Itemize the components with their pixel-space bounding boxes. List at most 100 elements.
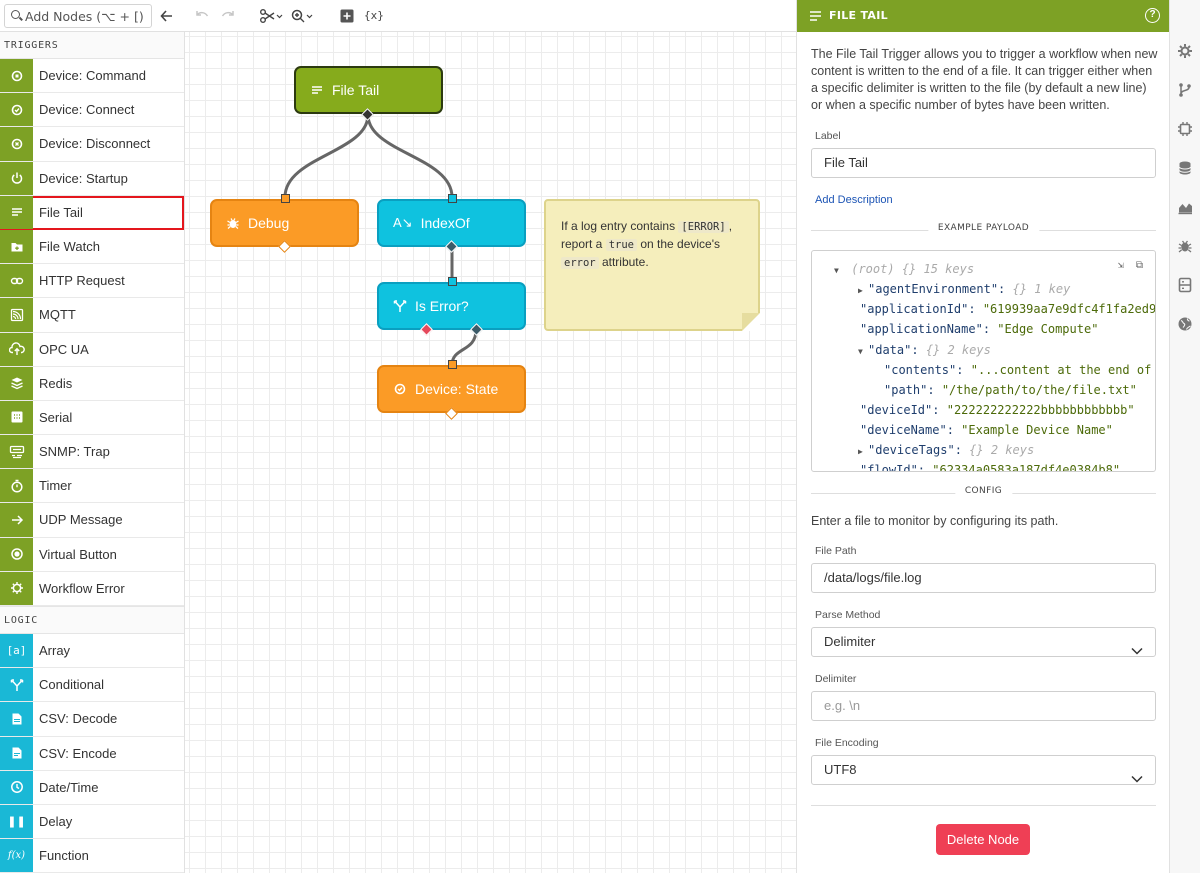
- palette-item-workflow-error[interactable]: Workflow Error: [0, 571, 184, 606]
- back-icon[interactable]: [160, 6, 174, 26]
- triggers-header: TRIGGERS: [0, 32, 184, 59]
- palette-item-label: Timer: [39, 478, 72, 494]
- add-nodes-search[interactable]: [4, 4, 152, 28]
- file-encoding-select[interactable]: UTF8: [811, 755, 1156, 785]
- folder-icon: [0, 229, 33, 264]
- note-line: error attribute.: [561, 254, 743, 272]
- palette-item-label: Virtual Button: [39, 546, 117, 562]
- palette-item-http-request[interactable]: HTTP Request: [0, 264, 184, 299]
- palette-item-device-command[interactable]: Device: Command: [0, 59, 184, 94]
- palette-item-date-time[interactable]: Date/Time: [0, 770, 184, 805]
- json-row: "contents": "...content at the end of: [884, 363, 1152, 377]
- palette-item-label: Device: Command: [39, 68, 146, 83]
- palette-item-label: MQTT: [39, 307, 76, 323]
- right-rail: [1169, 0, 1200, 873]
- parse-method-select[interactable]: Delimiter: [811, 627, 1156, 657]
- gear-icon[interactable]: [1177, 43, 1193, 59]
- palette-item-serial[interactable]: Serial: [0, 400, 184, 436]
- palette-item-device-connect[interactable]: Device: Connect: [0, 93, 184, 128]
- snmp-icon: [0, 435, 33, 469]
- storage-icon[interactable]: [1177, 277, 1193, 293]
- file-path-field[interactable]: /data/logs/file.log: [811, 563, 1156, 593]
- sticky-note[interactable]: If a log entry contains [ERROR], report …: [544, 199, 760, 331]
- search-icon: [11, 10, 20, 19]
- palette-item-label: CSV: Encode: [39, 745, 117, 761]
- json-row[interactable]: ▶"agentEnvironment": {} 1 key: [858, 282, 1071, 296]
- palette-item-udp-message[interactable]: UDP Message: [0, 503, 184, 538]
- palette-item-label: Device: Connect: [39, 102, 135, 118]
- link-filetail-debug: [283, 114, 370, 198]
- bug-icon[interactable]: [1177, 238, 1193, 254]
- add-nodes-input[interactable]: [25, 7, 149, 25]
- palette-item-snmp-trap[interactable]: SNMP: Trap: [0, 435, 184, 470]
- input-port[interactable]: [448, 194, 457, 203]
- palette-item-opc-ua[interactable]: OPC UA: [0, 332, 184, 367]
- palette-item-function[interactable]: f(x) Function: [0, 839, 184, 873]
- palette-item-timer[interactable]: Timer: [0, 469, 184, 504]
- json-row[interactable]: ▶"deviceTags": {} 2 keys: [858, 443, 1035, 457]
- note-line: If a log entry contains [ERROR],: [561, 219, 733, 233]
- palette-item-mqtt[interactable]: MQTT: [0, 298, 184, 333]
- mqtt-icon: [0, 298, 33, 332]
- json-row[interactable]: ▼"data": {} 2 keys: [858, 343, 991, 357]
- undo-icon[interactable]: [194, 6, 210, 26]
- input-port[interactable]: [281, 194, 290, 203]
- palette-item-device-disconnect[interactable]: Device: Disconnect: [0, 127, 184, 162]
- redo-icon[interactable]: [220, 6, 236, 26]
- json-root[interactable]: ▼ (root) {} 15 keys: [834, 262, 975, 276]
- input-port[interactable]: [448, 360, 457, 369]
- pause-icon: ❚❚: [0, 804, 33, 839]
- chart-icon[interactable]: [1177, 199, 1193, 215]
- palette-item-label: Delay: [39, 813, 73, 829]
- chip-icon[interactable]: [1177, 121, 1193, 137]
- power-icon: [0, 161, 33, 195]
- delete-node-button[interactable]: Delete Node: [936, 824, 1030, 855]
- palette-item-device-startup[interactable]: Device: Startup: [0, 161, 184, 196]
- file-path-label: File Path: [815, 545, 857, 557]
- palette-item-label: Array: [39, 643, 71, 658]
- stopwatch-icon: [0, 469, 33, 503]
- input-port[interactable]: [448, 277, 457, 286]
- palette-item-file-watch[interactable]: File Watch: [0, 229, 184, 265]
- variables-icon[interactable]: {x}: [364, 9, 384, 22]
- node-file-tail[interactable]: File Tail: [294, 66, 443, 114]
- palette-item-label: Redis: [39, 375, 73, 391]
- add-description-link[interactable]: Add Description: [815, 194, 893, 206]
- palette-item-file-tail[interactable]: File Tail: [0, 195, 184, 230]
- database-icon[interactable]: [1177, 160, 1193, 176]
- note-fold: [742, 313, 760, 331]
- globe-icon[interactable]: [1177, 316, 1193, 332]
- note-line: report a true on the device's: [561, 237, 721, 251]
- node-is-error[interactable]: Is Error?: [377, 282, 526, 330]
- node-connections: [283, 114, 478, 366]
- add-icon[interactable]: [339, 6, 355, 26]
- branch-icon[interactable]: [1177, 82, 1193, 98]
- payload-tools: ⇲ ⧉: [1118, 260, 1143, 271]
- node-device-state[interactable]: Device: State: [377, 365, 526, 413]
- palette-item-delay[interactable]: ❚❚ Delay: [0, 804, 184, 840]
- label-field[interactable]: File Tail: [811, 148, 1156, 178]
- palette-item-label: Function: [39, 848, 89, 864]
- copy-icon[interactable]: ⧉: [1135, 260, 1143, 271]
- example-payload-viewer[interactable]: ⇲ ⧉ ▼ (root) {} 15 keys ▶"agentEnvironme…: [811, 250, 1156, 472]
- delimiter-field[interactable]: e.g. \n: [811, 691, 1156, 721]
- scissors-icon[interactable]: [259, 6, 283, 26]
- serial-icon: [0, 400, 33, 435]
- palette-item-array[interactable]: [a] Array: [0, 634, 184, 669]
- chevron-down-icon: [1131, 637, 1143, 665]
- palette-item-csv-decode[interactable]: CSV: Decode: [0, 702, 184, 737]
- zoom-icon[interactable]: [290, 6, 314, 26]
- palette-item-virtual-button[interactable]: Virtual Button: [0, 537, 184, 572]
- palette-item-csv-encode[interactable]: CSV: Encode: [0, 736, 184, 771]
- palette-item-redis[interactable]: Redis: [0, 366, 184, 401]
- palette-item-label: HTTP Request: [39, 273, 125, 289]
- node-label: Device: State: [415, 381, 499, 397]
- example-payload-header: EXAMPLE PAYLOAD: [927, 223, 1040, 233]
- collapse-icon[interactable]: ⇲: [1117, 260, 1124, 271]
- palette-item-conditional[interactable]: Conditional: [0, 668, 184, 703]
- help-icon[interactable]: ?: [1145, 8, 1160, 23]
- arrow-right-icon: [0, 503, 33, 537]
- palette-item-label: File Tail: [39, 204, 83, 220]
- config-header: CONFIG: [954, 486, 1013, 496]
- workflow-canvas[interactable]: File Tail Debug A↘ IndexOf Is Error? Dev…: [185, 32, 796, 873]
